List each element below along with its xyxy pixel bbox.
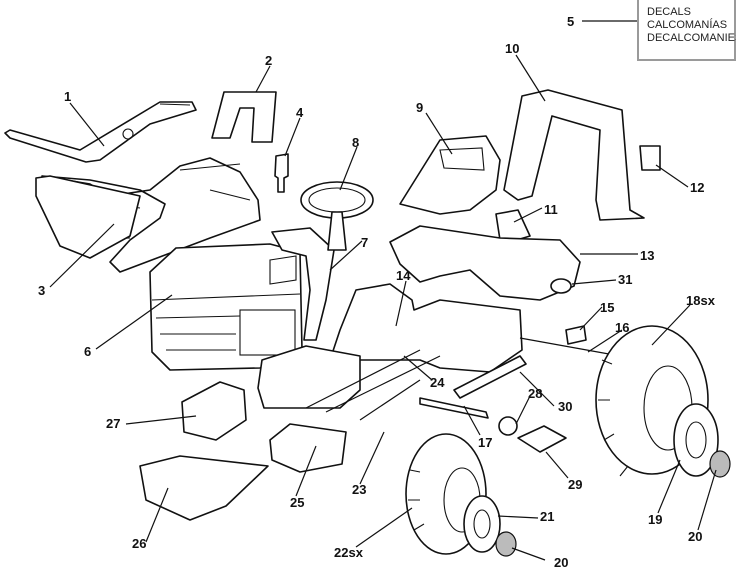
callout-19: 19 [648,512,662,527]
callout-30: 30 [558,399,572,414]
part-27-footrest [181,381,247,441]
decals-label-fr: DECALCOMANIES [647,32,736,44]
callout-2: 2 [265,53,272,68]
callout-6: 6 [84,344,91,359]
callout-24: 24 [430,375,445,390]
part-2-bracket [211,91,277,143]
callout-5: 5 [567,14,574,29]
callout-8: 8 [352,135,359,150]
part-1-shift-lever [4,101,197,163]
leader-lines [49,20,717,561]
part-26-step-plate [139,455,269,521]
callout-13: 13 [640,248,654,263]
callout-28: 28 [528,386,542,401]
part-25-floor-plate [269,423,347,473]
part-29-battery [517,425,567,453]
callout-27: 27 [106,416,120,431]
part-13-fender-body [389,225,581,301]
part-11-cap [495,209,531,243]
part-15-bushing [565,325,587,345]
part-7-side-panel [271,227,335,341]
callout-9: 9 [416,100,423,115]
callout-17: 17 [478,435,492,450]
callout-11: 11 [544,202,558,217]
decals-legend-box: DECALS CALCOMANÍAS DECALCOMANIES [637,0,736,61]
part-17-rod [419,397,489,419]
callout-15: 15 [600,300,614,315]
callout-12: 12 [690,180,704,195]
part-21-front-hub [463,495,501,553]
callout-21: 21 [540,509,554,524]
callout-3: 3 [38,283,45,298]
callout-14: 14 [396,268,411,283]
part-8-steering-wheel [300,181,374,251]
part-28-nut [498,416,518,436]
part-20-cap-bottom [495,531,517,557]
callout-10: 10 [505,41,519,56]
part-4-post [274,153,289,193]
part-31-plug [550,278,572,294]
callout-23: 23 [352,482,366,497]
callout-7: 7 [361,235,368,250]
decals-label-es: CALCOMANÍAS [647,19,728,31]
part-24-frame [305,349,441,421]
callout-4: 4 [296,105,304,120]
part-9-seat [399,135,501,215]
part-12-clip [639,145,661,171]
part-3-dashboard [35,157,261,273]
callout-25: 25 [290,495,304,510]
callout-22sx: 22sx [334,545,364,560]
part-16-axle [519,337,621,357]
callout-1: 1 [64,89,71,104]
callout-labels: 1 2 4 3 5 6 7 8 9 10 11 12 13 14 15 16 1… [38,14,716,569]
part-30-chain [453,355,527,399]
callout-20-bottom: 20 [554,555,568,569]
part-20-cap-right [709,450,731,478]
part-19-rear-hub [673,403,719,477]
part-6-front-hood [149,243,303,371]
callout-31: 31 [618,272,632,287]
part-10-roll-bar [503,89,645,221]
decals-label-en: DECALS [647,6,692,18]
part-14-chassis [257,283,523,409]
callout-20-right: 20 [688,529,702,544]
callout-18sx: 18sx [686,293,716,308]
callout-16: 16 [615,320,629,335]
callout-26: 26 [132,536,146,551]
callout-29: 29 [568,477,582,492]
